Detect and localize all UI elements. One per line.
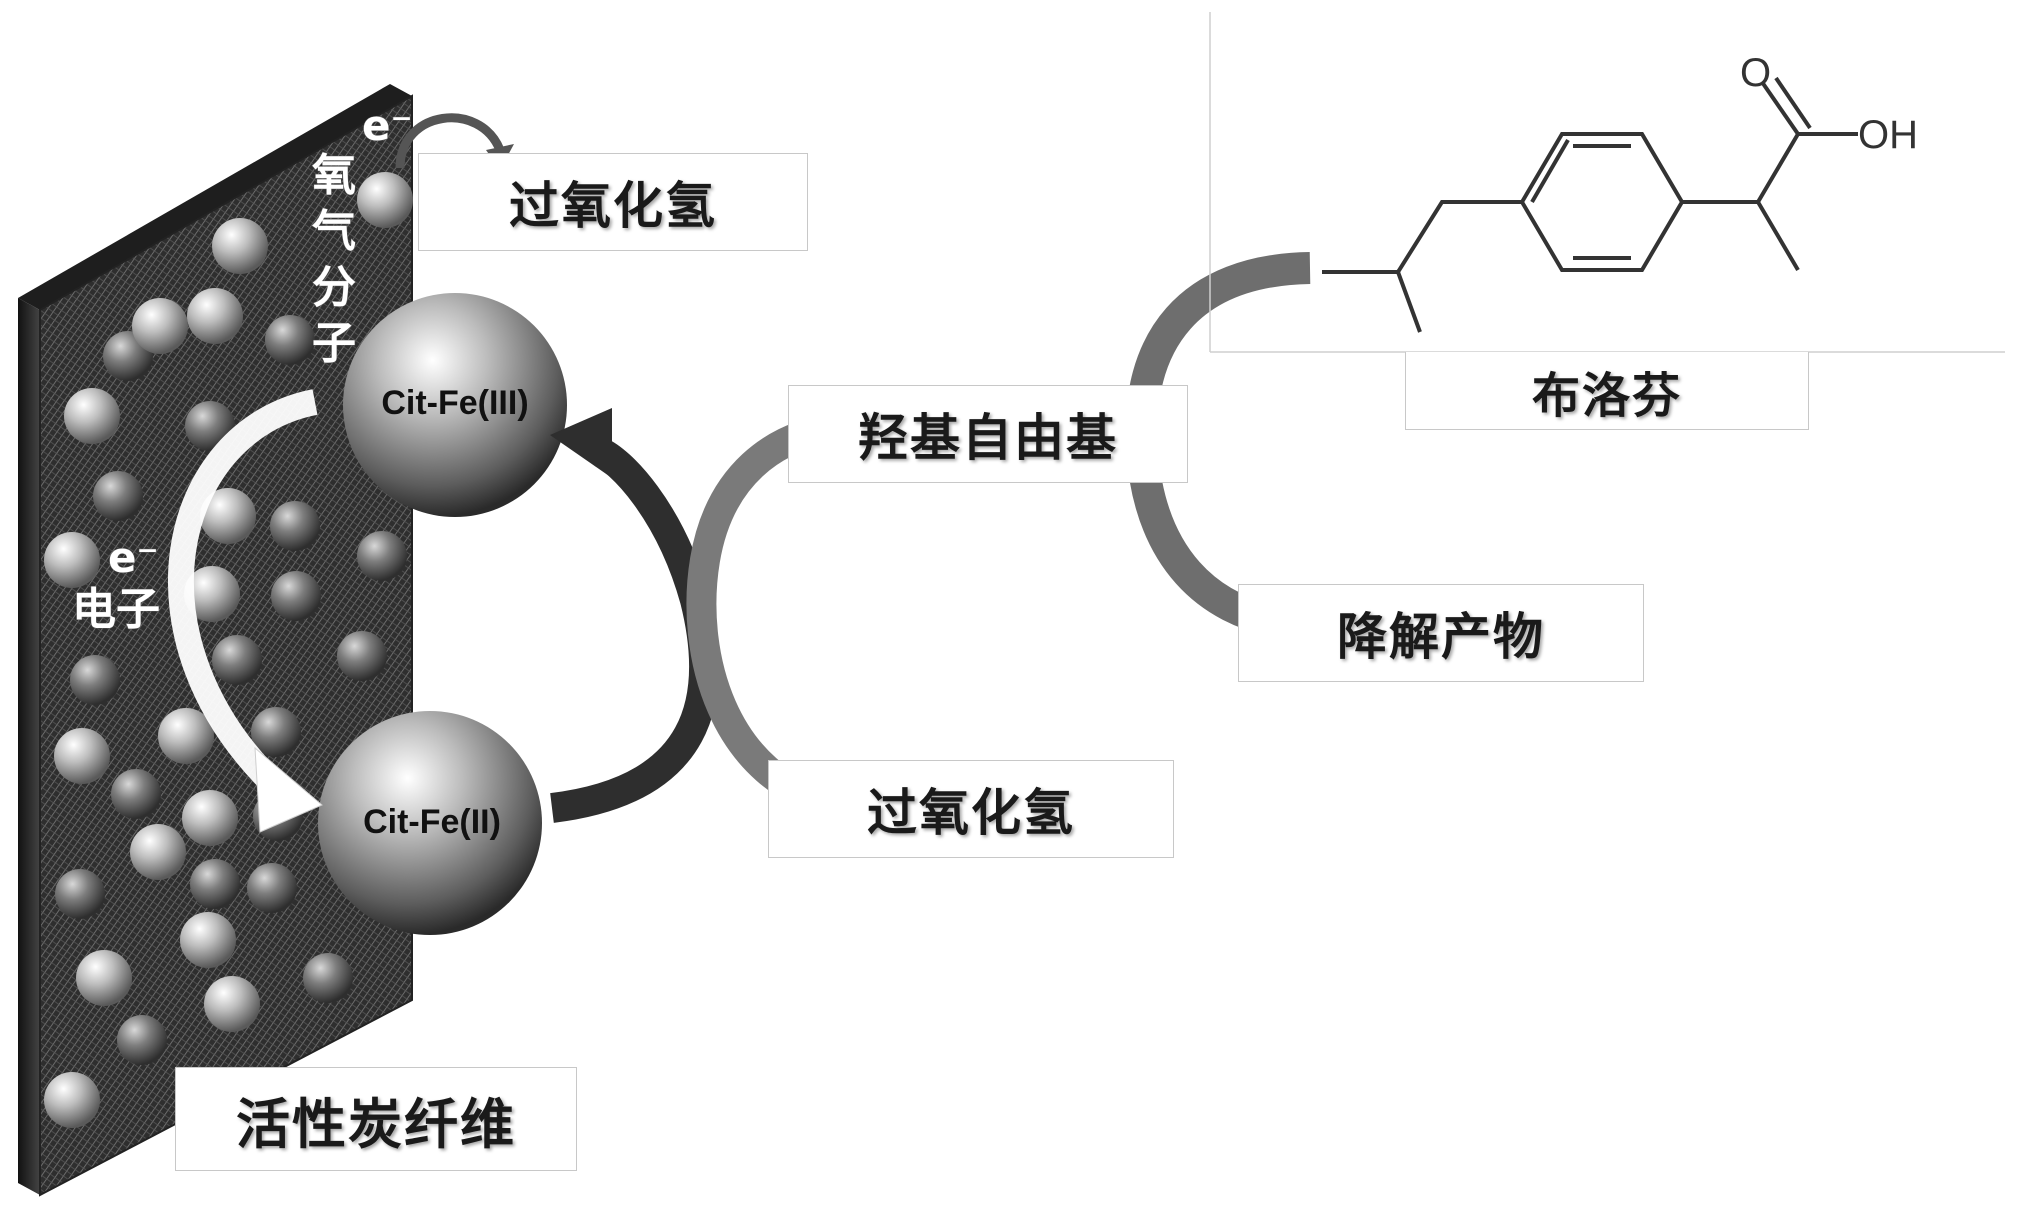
- acf-particle: [44, 1072, 100, 1128]
- oxygen-char-4: 子: [312, 318, 356, 369]
- bond-c-o-double-2: [1774, 76, 1812, 130]
- acf-particle: [182, 790, 238, 846]
- bond-alpha-methyl: [1756, 200, 1800, 272]
- acf-particle: [111, 769, 161, 819]
- bond-alpha-carbon: [1682, 132, 1800, 204]
- acf-particle: [76, 950, 132, 1006]
- plate-side-edge: [18, 298, 40, 1195]
- acf-particle: [200, 488, 256, 544]
- carbonyl-oxygen: O: [1740, 51, 1771, 95]
- bond-methyl-branch: [1396, 271, 1422, 333]
- acf-particle: [187, 288, 243, 344]
- cit-fe3-label: Cit-Fe(III): [381, 384, 528, 422]
- electron-top-label: e⁻: [362, 101, 413, 150]
- electron-mid-label: e⁻: [108, 533, 159, 582]
- acf-particle: [132, 298, 188, 354]
- acf-particle: [265, 315, 315, 365]
- degradation-products-label: 降解产物: [1337, 608, 1545, 666]
- acf-particle: [130, 824, 186, 880]
- h2o2-top-box: 过氧化氢: [418, 153, 808, 251]
- acf-particle: [212, 218, 268, 274]
- electron-word-label: 电子: [72, 584, 160, 635]
- plate-top-edge: [18, 84, 412, 310]
- acf-particle: [357, 172, 413, 228]
- acf-particle: [180, 912, 236, 968]
- ibuprofen-label: 布洛芬: [1531, 367, 1682, 424]
- bond-isobutyl-chain: [1322, 200, 1522, 274]
- acf-particle: [44, 532, 100, 588]
- acf-particle: [251, 707, 301, 757]
- acf-particles: [44, 172, 413, 1128]
- electron-transfer-arrow: [167, 389, 318, 800]
- benzene-ring: [1519, 132, 1685, 272]
- ibuprofen-structure: [1322, 76, 1858, 333]
- acf-particle: [247, 863, 297, 913]
- oxygen-to-h2o2-arrow: [395, 113, 505, 169]
- acf-particle: [357, 531, 407, 581]
- acf-particle: [117, 1015, 167, 1065]
- electron-arrow-head: [254, 746, 323, 833]
- oxygen-char-1: 氧: [312, 150, 356, 201]
- acf-particle: [64, 388, 120, 444]
- hydroxyl-group: OH: [1858, 113, 1918, 157]
- acf-particle: [337, 631, 387, 681]
- acf-particle: [271, 571, 321, 621]
- acf-label: 活性炭纤维: [236, 1092, 516, 1156]
- acf-particle: [270, 501, 320, 551]
- acf-particle: [204, 976, 260, 1032]
- cit-fe2-label: Cit-Fe(II): [363, 803, 501, 841]
- h2o2-to-oh-arc: [686, 417, 844, 821]
- bond-c-o-double-1: [1760, 80, 1800, 136]
- h2o2-bottom-label: 过氧化氢: [867, 784, 1075, 842]
- cit-fe2-sphere: [318, 711, 542, 935]
- acf-particle: [70, 655, 120, 705]
- acf-particle: [212, 635, 262, 685]
- acf-particle: [54, 728, 110, 784]
- oxygen-char-2: 气: [312, 206, 356, 257]
- acf-particle: [184, 566, 240, 622]
- degradation-products-box: 降解产物: [1238, 584, 1644, 682]
- acf-particle: [55, 869, 105, 919]
- acf-particle: [303, 953, 353, 1003]
- h2o2-top-label: 过氧化氢: [509, 177, 717, 235]
- hydroxyl-radical-label: 羟基自由基: [858, 409, 1118, 467]
- acf-particle: [158, 708, 214, 764]
- ring-double-bond-3: [1530, 138, 1570, 204]
- fe-regeneration-arrow-head: [550, 408, 612, 478]
- acf-particle: [93, 471, 143, 521]
- acf-box: 活性炭纤维: [175, 1067, 577, 1171]
- ibuprofen-box: 布洛芬: [1405, 352, 1809, 430]
- hydroxyl-radical-box: 羟基自由基: [788, 385, 1188, 483]
- oxygen-molecule-label: 氧 气 分 子: [312, 150, 357, 370]
- cit-fe3-sphere: [343, 293, 567, 517]
- h2o2-bottom-box: 过氧化氢: [768, 760, 1174, 858]
- acf-particle: [190, 859, 240, 909]
- oxygen-char-3: 分: [312, 262, 356, 313]
- fe2-to-fe3-arc: [550, 438, 720, 823]
